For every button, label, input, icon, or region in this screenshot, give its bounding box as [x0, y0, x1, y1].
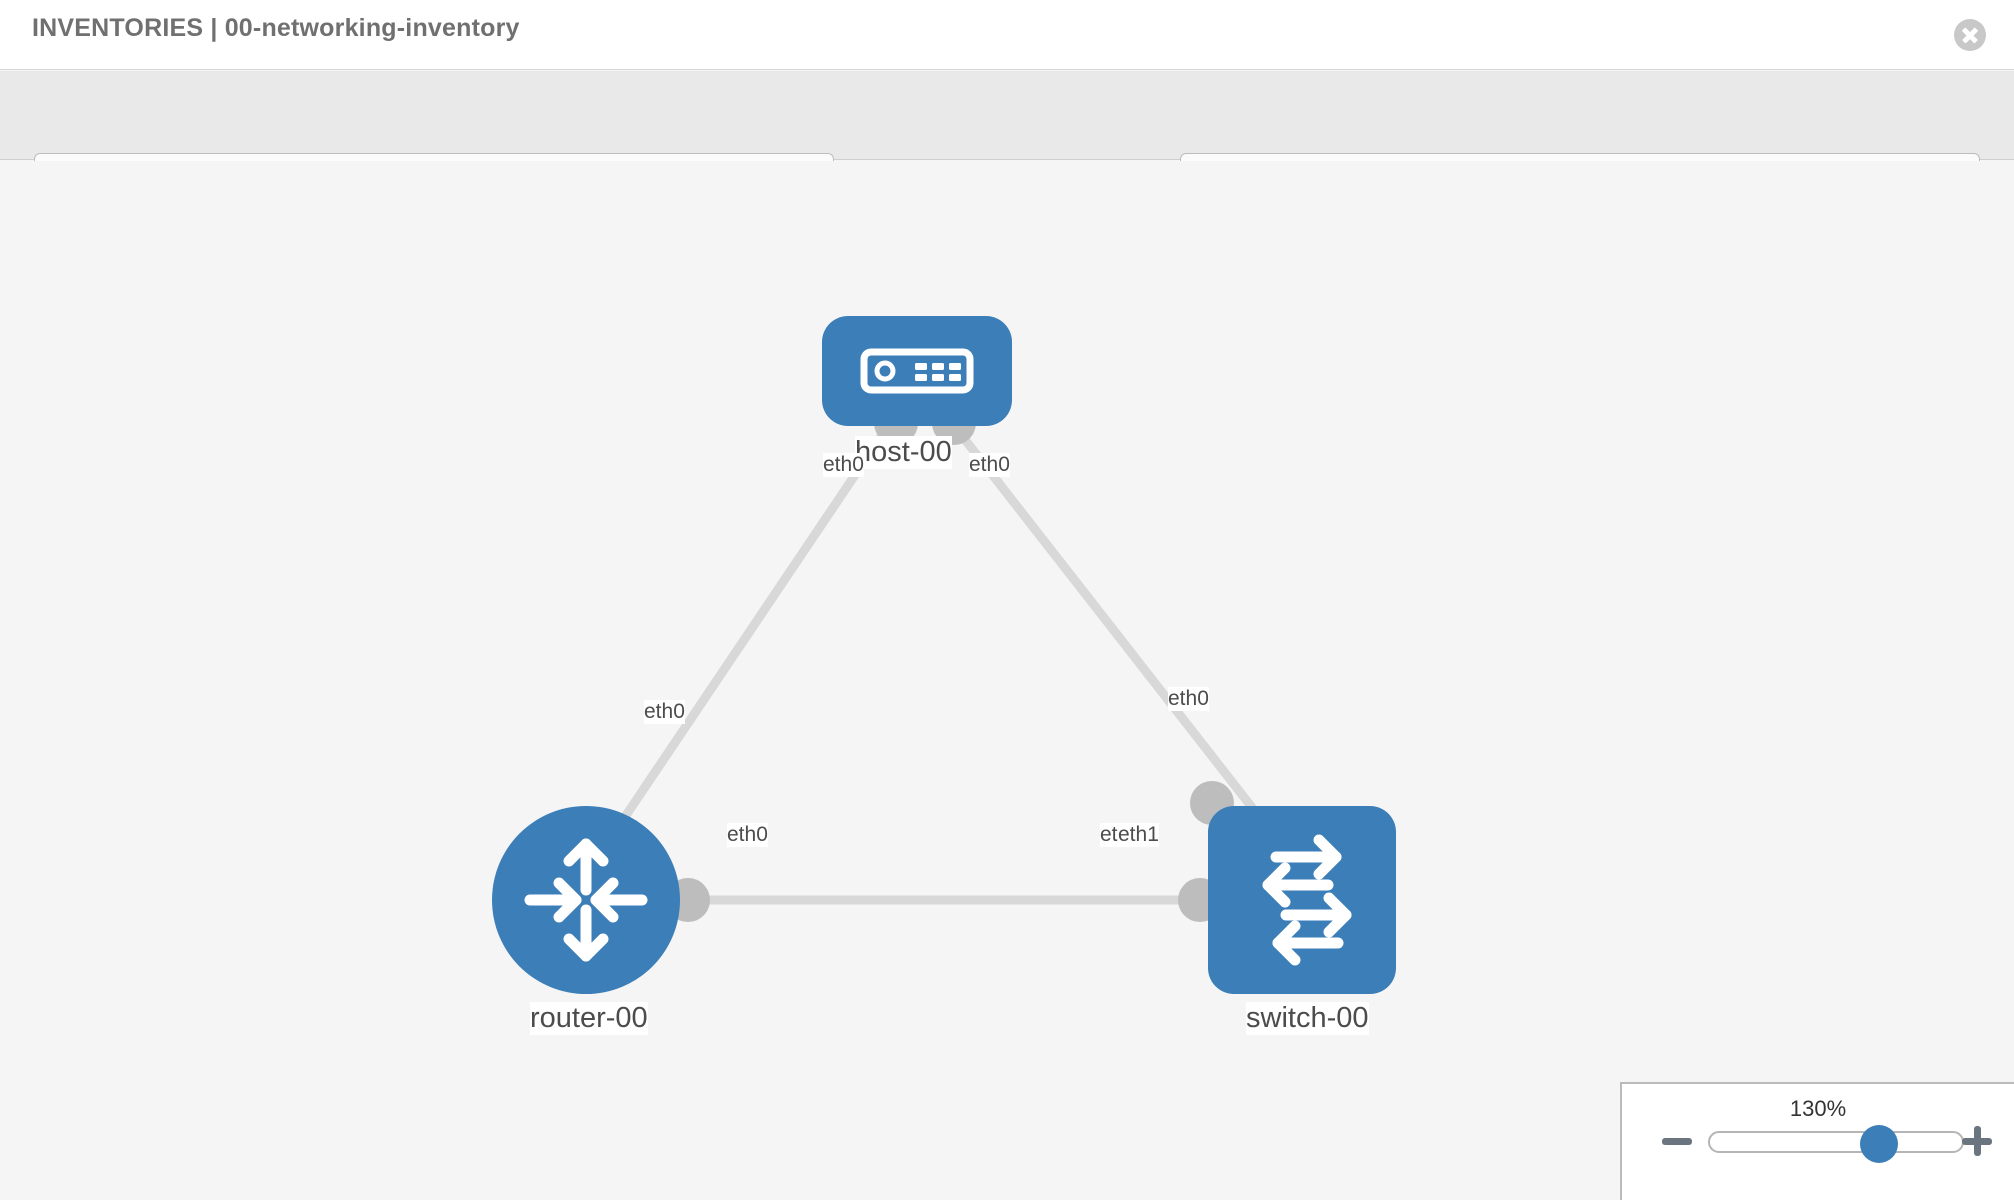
- node-switch-00[interactable]: [1208, 806, 1396, 994]
- switch-arrows-icon: [1262, 834, 1352, 966]
- iface-label-switch-up: eth0: [1168, 687, 1209, 712]
- edge-host-switch: [947, 418, 1291, 856]
- zoom-slider-thumb[interactable]: [1860, 1125, 1898, 1163]
- zoom-level-label: 130%: [1789, 1096, 1847, 1121]
- iface-label-router-up: eth0: [644, 700, 685, 725]
- iface-label-router-right: eth0: [727, 823, 768, 848]
- iface-label-switch-left: eth1: [1118, 823, 1159, 848]
- node-label-switch-00: switch-00: [1246, 1002, 1369, 1036]
- node-router-00[interactable]: [492, 806, 680, 994]
- page-header: INVENTORIES | 00-networking-inventory: [0, 0, 2014, 70]
- topology-canvas[interactable]: host-00 router-00 switch-00 eth0 eth0 et…: [0, 161, 2014, 1200]
- zoom-slider-track[interactable]: [1708, 1125, 1964, 1163]
- node-label-router-00: router-00: [530, 1002, 648, 1036]
- zoom-in-button[interactable]: [1960, 1124, 1994, 1158]
- edge-host-router: [597, 418, 895, 856]
- node-host-00[interactable]: [822, 316, 1012, 426]
- iface-label-host-left: eth0: [823, 453, 864, 478]
- zoom-control-panel: 130%: [1620, 1082, 2014, 1200]
- zoom-out-button[interactable]: [1660, 1124, 1694, 1158]
- iface-label-host-right: eth0: [969, 453, 1010, 478]
- router-arrows-icon: [524, 838, 648, 962]
- page-title: INVENTORIES | 00-networking-inventory: [32, 14, 520, 42]
- server-icon: [860, 348, 974, 394]
- topology-edges: [597, 418, 1291, 905]
- toolbar: ACTIONS SEARCH: [0, 71, 2014, 205]
- node-label-host-00: host-00: [855, 436, 952, 470]
- close-icon[interactable]: [1954, 19, 1986, 51]
